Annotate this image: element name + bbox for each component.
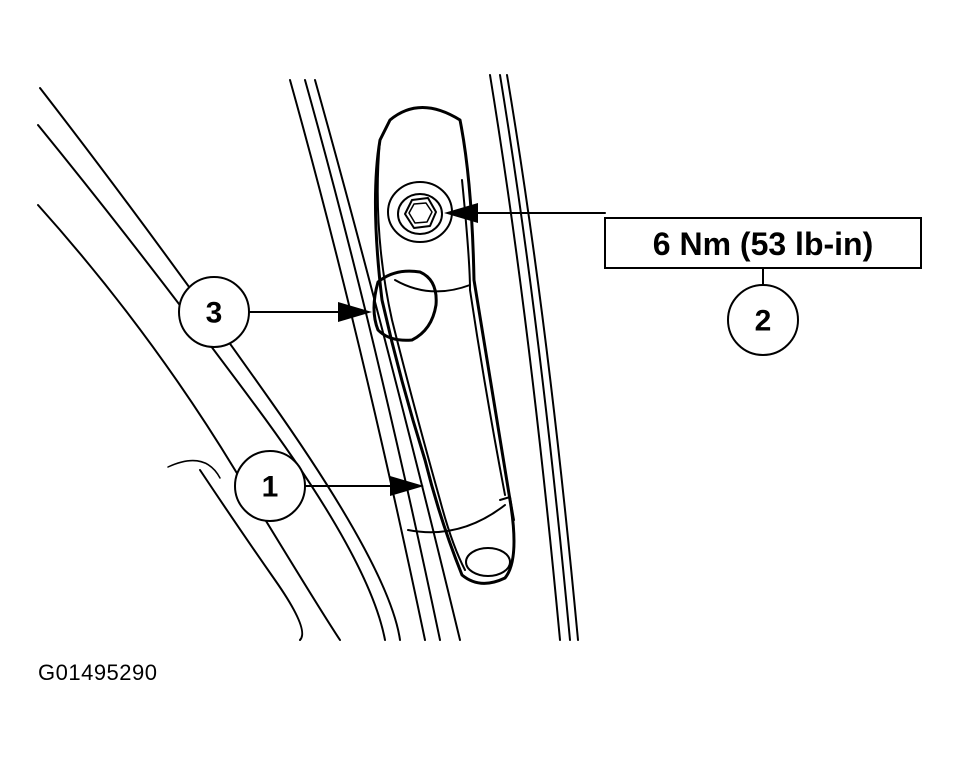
door-panel-outline: [37, 87, 401, 641]
callout-3: 3: [178, 276, 372, 348]
callout-2-label: 2: [755, 305, 772, 338]
lock-cylinder-cap: [372, 269, 438, 342]
figure-id: G01495290: [38, 660, 158, 685]
callout-1: 1: [234, 450, 424, 522]
callout-1-label: 1: [262, 471, 279, 504]
callout-3-label: 3: [206, 297, 223, 330]
bolt-icon: [387, 181, 453, 243]
door-edge-lines: [289, 74, 579, 641]
callout-2: 6 Nm (53 lb-in) 2: [444, 203, 922, 356]
door-handle: [373, 106, 516, 585]
torque-spec-box: [604, 217, 922, 269]
torque-spec-text: 6 Nm (53 lb-in): [653, 226, 873, 262]
